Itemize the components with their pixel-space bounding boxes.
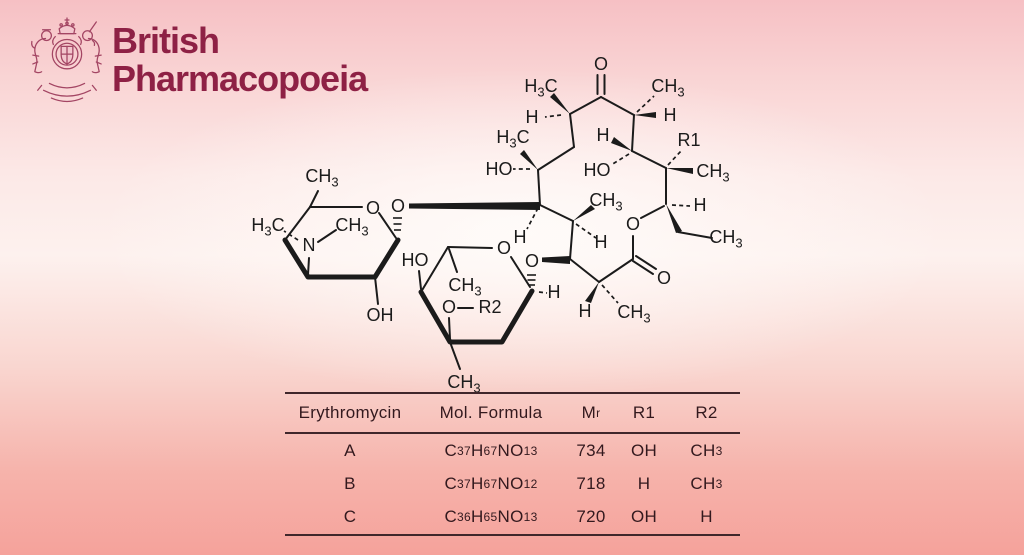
atom-label: OH <box>367 305 394 325</box>
atom-label: O <box>525 251 539 271</box>
atom-label: CH3 <box>447 372 480 396</box>
table-cell: 720 <box>576 507 606 527</box>
atom-label: CH3 <box>617 302 650 326</box>
bold-bonds <box>282 237 535 345</box>
atom-label: R2 <box>478 297 501 317</box>
table-cell: 734 <box>576 440 606 460</box>
brand-name-line2: Pharmacopoeia <box>112 58 368 99</box>
brand-wordmark: British Pharmacopoeia <box>112 20 368 99</box>
atom-label: CH3 <box>709 227 742 251</box>
atom-label: CH3 <box>651 76 684 100</box>
atom-label: H <box>548 282 561 302</box>
atom-label: O <box>497 238 511 258</box>
table-header-cell: R2 <box>695 403 718 422</box>
atom-label: H <box>526 107 539 127</box>
bond-lines <box>284 74 713 370</box>
hash-tick-bonds <box>393 217 536 286</box>
table-header-cell: R1 <box>632 403 656 422</box>
atom-label: H3C <box>251 215 284 239</box>
atom-label: H <box>595 232 608 252</box>
atom-label: H <box>514 227 527 247</box>
atom-label: HO <box>486 159 513 179</box>
table-header-cell: Erythromycin <box>298 403 402 422</box>
brand-name-line1: British <box>112 20 220 61</box>
atom-label: O <box>366 198 380 218</box>
table-cell: OH <box>630 507 658 527</box>
royal-coat-of-arms-icon <box>31 17 102 103</box>
table-cell: C <box>343 507 357 527</box>
atom-label: CH3 <box>696 161 729 185</box>
table-header-cell: Mol. Formula <box>439 403 543 422</box>
atom-label: H <box>664 105 677 125</box>
atom-label: O <box>594 54 608 74</box>
atom-label: CH3 <box>589 190 622 214</box>
atom-label: R1 <box>677 130 700 150</box>
atom-label: O <box>442 297 456 317</box>
dashed-bonds <box>283 95 691 304</box>
atom-label: H <box>579 301 592 321</box>
atom-label: H3C <box>524 76 557 100</box>
atom-label: H3C <box>496 127 529 151</box>
atom-label: HO <box>584 160 611 180</box>
table-cell: B <box>344 473 356 493</box>
atom-label: N <box>303 235 316 255</box>
atom-label: CH3 <box>305 166 338 190</box>
table-cell: 718 <box>576 473 606 493</box>
table-cell: A <box>344 440 356 460</box>
atom-label: O <box>657 268 671 288</box>
atom-label: CH3 <box>335 215 368 239</box>
brand-logo: British Pharmacopoeia <box>0 0 420 130</box>
table-cell: OH <box>630 440 658 460</box>
table-cell: H <box>637 473 651 493</box>
atom-label: O <box>391 196 405 216</box>
atom-label: O <box>626 214 640 234</box>
wedge-bonds <box>409 93 693 303</box>
atom-label: H <box>597 125 610 145</box>
atom-label: H <box>694 195 707 215</box>
atom-label: HO <box>402 250 429 270</box>
atom-label: CH3 <box>448 275 481 299</box>
table-cell: H <box>700 507 713 527</box>
